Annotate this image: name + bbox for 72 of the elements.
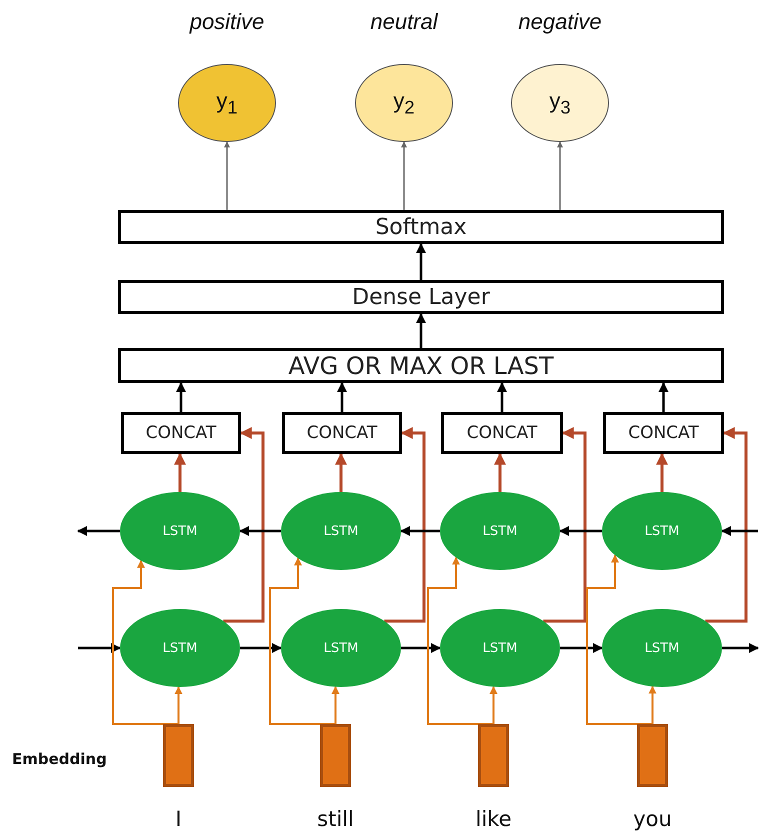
arrow bbox=[176, 382, 186, 412]
output-label: y$_{1}$ bbox=[216, 88, 238, 118]
class-label: negative bbox=[518, 9, 602, 35]
arrow bbox=[557, 141, 563, 210]
arrow bbox=[174, 452, 186, 492]
lstm-label: LSTM bbox=[482, 524, 518, 538]
lstm-label: LSTM bbox=[644, 524, 680, 538]
concat-box bbox=[282, 412, 402, 454]
arrow bbox=[335, 452, 347, 492]
arrow bbox=[240, 643, 282, 653]
embedding-bar bbox=[320, 724, 351, 787]
arrow bbox=[224, 141, 230, 210]
arrow bbox=[658, 382, 668, 412]
arrow bbox=[384, 427, 426, 623]
arrow bbox=[648, 686, 656, 724]
lstm-label: LSTM bbox=[482, 640, 518, 656]
arrow bbox=[401, 643, 441, 653]
arrow bbox=[78, 643, 121, 653]
arrow bbox=[494, 452, 506, 492]
lstm-label: LSTM bbox=[644, 640, 680, 656]
output-label: y$_{3}$ bbox=[549, 88, 571, 118]
lstm-label: LSTM bbox=[162, 524, 198, 538]
embedding-bar bbox=[163, 724, 194, 787]
arrow bbox=[722, 643, 759, 653]
word-label: I bbox=[175, 807, 182, 831]
concat-box bbox=[121, 412, 241, 454]
word-label: you bbox=[633, 807, 672, 831]
arrow bbox=[427, 556, 494, 725]
word-label: like bbox=[476, 807, 512, 831]
layer-box bbox=[118, 210, 724, 244]
arrow bbox=[401, 141, 407, 210]
arrow bbox=[721, 526, 758, 536]
arrow bbox=[586, 554, 652, 725]
arrow bbox=[223, 427, 264, 623]
arrow bbox=[337, 382, 347, 412]
arrow bbox=[656, 452, 668, 492]
layer-label: Softmax bbox=[375, 214, 467, 240]
output-label: y$_{2}$ bbox=[393, 88, 415, 118]
word-label: still bbox=[317, 807, 354, 831]
concat-label: CONCAT bbox=[146, 423, 216, 443]
embedding-bar bbox=[637, 724, 668, 787]
arrow bbox=[490, 686, 498, 724]
lstm-label: LSTM bbox=[162, 640, 198, 656]
arrow bbox=[400, 526, 440, 536]
arrow bbox=[112, 560, 178, 725]
arrow bbox=[416, 313, 426, 348]
lstm-label: LSTM bbox=[324, 640, 358, 656]
concat-label: CONCAT bbox=[306, 423, 378, 443]
layer-box bbox=[118, 280, 724, 314]
layer-label: Dense Layer bbox=[352, 284, 490, 310]
arrow bbox=[174, 686, 182, 724]
lstm-label: LSTM bbox=[324, 524, 358, 538]
class-label: neutral bbox=[370, 9, 438, 35]
arrow bbox=[543, 427, 586, 623]
arrow bbox=[416, 243, 426, 280]
arrow bbox=[705, 427, 748, 623]
layer-label: AVG OR MAX OR LAST bbox=[288, 352, 554, 380]
class-label: positive bbox=[190, 9, 264, 35]
row-label: Embedding bbox=[12, 750, 107, 768]
arrow bbox=[77, 526, 120, 536]
concat-label: CONCAT bbox=[466, 423, 538, 443]
arrow bbox=[269, 557, 336, 725]
arrow bbox=[332, 686, 340, 724]
arrow bbox=[497, 382, 507, 412]
embedding-bar bbox=[478, 724, 509, 787]
arrow bbox=[560, 643, 603, 653]
arrow bbox=[559, 526, 602, 536]
concat-box bbox=[603, 412, 724, 454]
concat-label: CONCAT bbox=[628, 423, 699, 443]
layer-box bbox=[118, 348, 724, 383]
concat-box bbox=[441, 412, 563, 454]
arrow bbox=[239, 526, 281, 536]
